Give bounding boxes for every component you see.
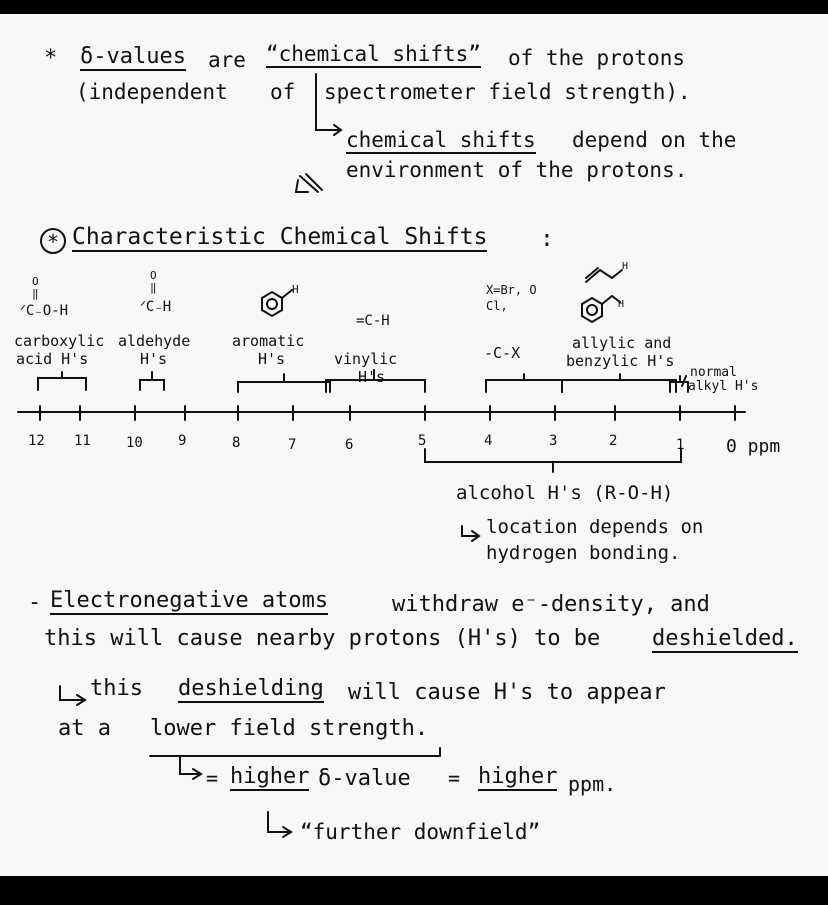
- alcohol-note: location depends on: [486, 516, 704, 538]
- carboxylic-label-2: acid H's: [16, 350, 89, 368]
- deshielded-term: deshielded.: [652, 626, 798, 653]
- handdrawn-lines: [17, 73, 746, 838]
- bracket-alkyl: [669, 375, 689, 393]
- pointer-arrow-4: [267, 811, 291, 833]
- dash-bullet: -: [28, 590, 42, 615]
- appear-text: will cause H's to appear: [348, 680, 666, 705]
- heading-star-circle: *: [40, 228, 66, 254]
- chemical-shifts-term: “chemical shifts”: [266, 42, 481, 68]
- pointer-arrow-2: [59, 685, 85, 701]
- cause-text: this will cause nearby protons (H's) to …: [44, 626, 601, 651]
- delta-value-text: δ-value: [318, 766, 411, 791]
- benzyl-h: H: [618, 299, 625, 310]
- tick-label: 11: [74, 433, 91, 449]
- allyl-chain-icon: [585, 268, 623, 283]
- aromatic-label: aromatic: [232, 332, 305, 350]
- carboxylic-dbl: ‖: [32, 287, 39, 300]
- deshielding-term: deshielding: [178, 676, 324, 703]
- bracket-vinylic: [325, 369, 426, 393]
- tick-label: 9: [178, 433, 187, 449]
- tick-label: 4: [484, 433, 493, 449]
- field-strength-text: spectrometer field strength).: [324, 80, 691, 104]
- depend-on-text: depend on the: [572, 128, 737, 152]
- vinylic-structure: =C-H: [356, 313, 390, 329]
- independent-text: (independent: [76, 80, 228, 104]
- higher-term: higher: [230, 764, 310, 791]
- at-a-text: at a: [58, 716, 111, 741]
- this-text: this: [90, 676, 143, 701]
- benzene-ring-icon: [261, 290, 283, 318]
- withdraw-text: withdraw e⁻-density, and: [392, 592, 710, 617]
- aromatic-label-2: H's: [258, 350, 286, 368]
- lower-field-text: lower field strength.: [150, 716, 429, 741]
- bullet-star: *: [44, 46, 58, 71]
- of-the-protons: of the protons: [508, 46, 686, 70]
- notes-page: * δ-values are “chemical shifts” of the …: [0, 14, 828, 876]
- alkyl-label: normal: [690, 365, 737, 380]
- bracket-aldehyde: [139, 371, 165, 391]
- halide-structure: -C-X: [484, 344, 521, 362]
- pointer-arrowhead-1: [333, 124, 343, 136]
- aldehyde-structure: ᐟC₋H: [140, 299, 172, 315]
- of-text: of: [270, 80, 296, 104]
- bracket-allylic: [561, 373, 677, 393]
- electronegative-atoms-term: Electronegative atoms: [50, 588, 329, 615]
- benzene-circle: [266, 298, 278, 310]
- section-heading: Characteristic Chemical Shifts: [72, 224, 488, 252]
- axis-ticks: [39, 405, 736, 421]
- tick-label-ppm: 0 ppm: [726, 436, 781, 457]
- delta-values-term: δ-values: [80, 44, 186, 71]
- tick-label: 5: [418, 433, 427, 449]
- bracket-aromatic: [237, 373, 331, 393]
- alcohol-note-2: hydrogen bonding.: [486, 542, 681, 564]
- higher-term-2: higher: [478, 764, 558, 791]
- carboxylic-label: carboxylic: [14, 332, 105, 350]
- heading-colon: :: [540, 226, 554, 252]
- aromatic-h: H: [292, 283, 299, 296]
- environment-text: environment of the protons.: [346, 158, 688, 182]
- halide-note: X=Br, O: [486, 283, 537, 297]
- bracket-halide: [485, 373, 563, 393]
- bracket-carboxylic: [37, 371, 87, 391]
- aldehyde-label-2: H's: [140, 350, 168, 368]
- allyl-h: H: [622, 261, 629, 272]
- benzylic-ring-icon: [581, 296, 603, 324]
- word-are: are: [208, 48, 246, 72]
- equals-sign-2: =: [448, 766, 461, 790]
- pointer-arrow-3: [179, 755, 201, 775]
- alcohol-label: alcohol H's (R-O-H): [456, 482, 674, 504]
- tick-label: 12: [28, 433, 45, 449]
- tick-label: 6: [345, 437, 354, 453]
- tick-label: 10: [126, 435, 143, 451]
- tick-label: 1: [676, 437, 685, 453]
- bracket-alcohol: [424, 448, 682, 473]
- alkyl-label-2: alkyl H's: [688, 379, 759, 394]
- bracket-lower-field: [149, 747, 441, 757]
- allylic-label-2: benzylic H's: [566, 352, 675, 370]
- aldehyde-o: O: [150, 269, 157, 282]
- aldehyde-label: aldehyde: [118, 332, 191, 350]
- alkyl-pointer: [681, 375, 687, 387]
- vinylic-label: vinylic: [334, 350, 398, 368]
- vinylic-label-2: H's: [358, 368, 386, 386]
- tick-label: 2: [609, 433, 618, 449]
- tick-label: 8: [232, 435, 241, 451]
- equals-sign: =: [206, 766, 219, 790]
- chemical-shifts-note: chemical shifts: [346, 128, 536, 154]
- further-downfield-text: “further downfield”: [300, 820, 541, 844]
- carboxylic-structure: ᐟC₋O-H: [20, 303, 69, 319]
- tick-label: 3: [549, 433, 558, 449]
- allylic-label: allylic and: [572, 334, 672, 352]
- pointer-arrow-1: [315, 123, 341, 131]
- carboxylic-o: O: [32, 275, 39, 288]
- tick-label: 7: [288, 437, 297, 453]
- down-arrow-icon: [294, 173, 323, 193]
- aldehyde-dbl: ‖: [150, 281, 157, 294]
- ppm-text: ppm.: [568, 772, 617, 796]
- halide-note-2: Cl,: [486, 299, 508, 313]
